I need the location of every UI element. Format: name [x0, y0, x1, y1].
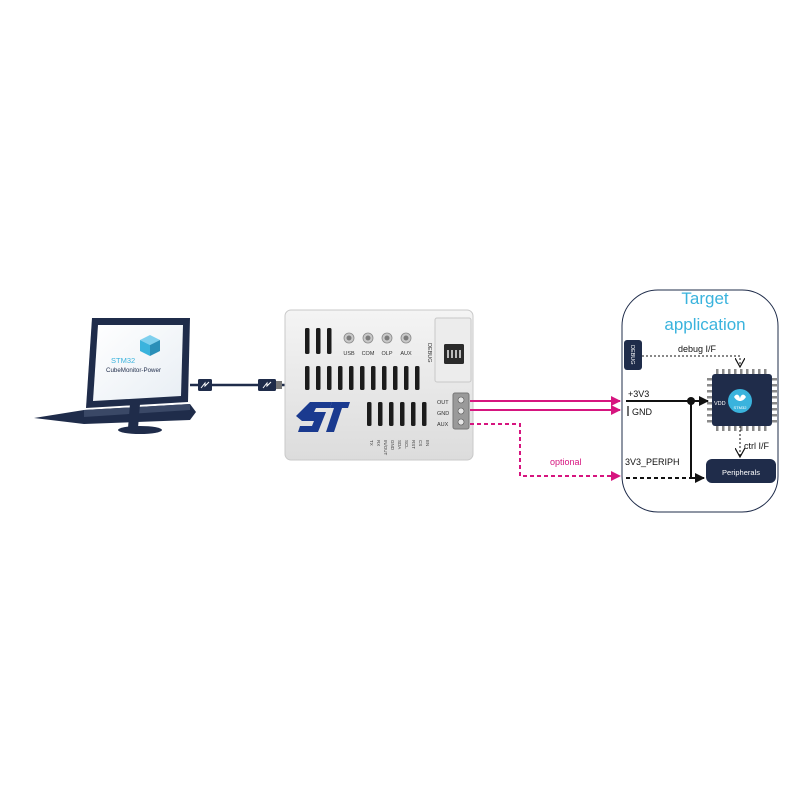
- led-group: USB COM OLP AUX: [343, 332, 412, 357]
- vent-slot: [371, 366, 376, 390]
- target-title-line1: Target: [681, 289, 729, 308]
- usb-cable: [190, 379, 285, 391]
- vent-slot: [316, 366, 321, 390]
- cube-icon: [140, 335, 160, 356]
- vent-slot: [305, 328, 310, 354]
- peripherals-block: [706, 459, 776, 483]
- vent-slot: [349, 366, 354, 390]
- led-usb: USB: [343, 332, 355, 357]
- pin-label: EN: [425, 440, 430, 446]
- butterfly-icon: [734, 394, 746, 401]
- vent-slot: [367, 402, 372, 426]
- pin-label: RST: [411, 440, 416, 449]
- connector-label-aux: AUX: [437, 422, 449, 428]
- connector-label-out: OUT: [437, 400, 449, 406]
- vent-slot: [393, 366, 398, 390]
- optional-label: optional: [550, 457, 582, 467]
- vdd-to-periph-line: [690, 401, 705, 483]
- debug-if-label: debug I/F: [678, 344, 717, 354]
- pin-label: CS: [418, 440, 423, 446]
- vent-slot: [400, 402, 405, 426]
- vent-slot: [404, 366, 409, 390]
- vent-slot: [305, 366, 310, 390]
- debug-connector: [444, 344, 464, 364]
- ctrl-if-label: ctrl I/F: [744, 441, 769, 451]
- laptop-stand: [118, 426, 162, 434]
- led-olp: OLP: [381, 332, 393, 357]
- vent-slot: [360, 366, 365, 390]
- brand-line1: STM32: [111, 356, 135, 365]
- wire-aux-optional: [470, 423, 621, 481]
- vent-slots: [305, 328, 427, 426]
- net-gnd-label: GND: [632, 407, 653, 417]
- led-label: USB: [343, 351, 355, 357]
- pin-label: IN/OUT: [383, 440, 388, 456]
- debug-label: DEBUG: [426, 343, 432, 363]
- vent-slot: [338, 366, 343, 390]
- mcu-brand: STM32: [734, 405, 748, 410]
- connector-label-gnd: GND: [437, 411, 449, 417]
- pin-label: TX: [369, 440, 374, 446]
- vent-slot: [422, 402, 427, 426]
- vent-slot: [378, 402, 383, 426]
- target-debug-label: DEBUG: [629, 345, 635, 365]
- target-boundary: [621, 289, 779, 513]
- power-wires: optional: [470, 396, 621, 481]
- target-application: Target application DEBUG debug I/F STM32…: [621, 289, 779, 513]
- debug-if-line: [642, 355, 740, 366]
- laptop: STM32 CubeMonitor-Power: [34, 318, 196, 434]
- vent-slot: [415, 366, 420, 390]
- vent-slot: [389, 402, 394, 426]
- usb-bolt-icon: [262, 381, 272, 389]
- st-logo: [296, 402, 350, 432]
- vdd-label: VDD: [714, 401, 726, 407]
- led-aux: AUX: [400, 332, 412, 357]
- led-label: OLP: [381, 351, 392, 357]
- vent-slot: [327, 328, 332, 354]
- pin-label: GND: [390, 440, 395, 451]
- led-label: AUX: [400, 351, 412, 357]
- usb-bolt-icon: [200, 381, 210, 389]
- vent-slot: [327, 366, 332, 390]
- laptop-screen: [93, 325, 183, 401]
- vent-slot: [411, 402, 416, 426]
- net-periph-label: 3V3_PERIPH: [625, 457, 680, 467]
- target-debug-block: [624, 340, 642, 370]
- net-3v3-label: +3V3: [628, 389, 649, 399]
- pin-label: RX: [376, 440, 381, 446]
- pin-label: SCL: [404, 440, 409, 449]
- led-label: COM: [362, 351, 375, 357]
- led-com: COM: [362, 332, 375, 357]
- pin-label: SDA: [397, 440, 402, 449]
- vent-slot: [316, 328, 321, 354]
- target-title-line2: application: [664, 315, 745, 334]
- peripherals-label: Peripherals: [722, 468, 760, 477]
- vent-slot: [382, 366, 387, 390]
- mcu-chip: STM32 VDD: [707, 369, 777, 431]
- brand-line2: CubeMonitor-Power: [106, 367, 161, 374]
